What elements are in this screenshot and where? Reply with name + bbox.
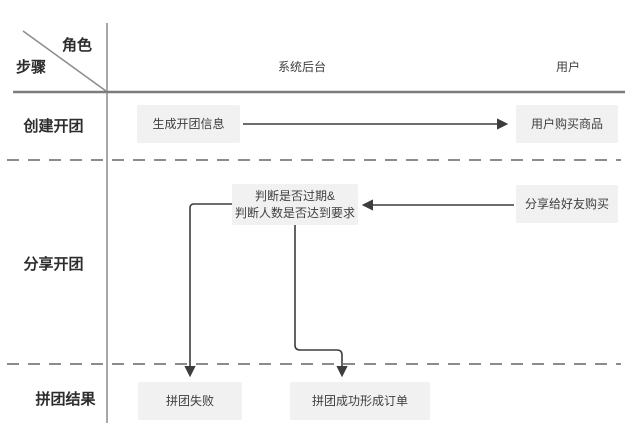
node-group-success-order: 拼团成功形成订单	[290, 382, 430, 420]
node-label: 拼团失败	[165, 393, 214, 408]
arrow-judge-to-fail	[184, 203, 232, 378]
node-label: 用户购买商品	[530, 116, 603, 131]
node-label-line1: 判断是否过期&	[254, 188, 335, 203]
node-label: 分享给好友购买	[524, 196, 609, 211]
corner-role-label: 角色	[62, 37, 93, 54]
column-header-user: 用户	[555, 60, 580, 74]
row-label-share-group: 分享开团	[23, 256, 84, 273]
node-judge-expiry-and-count: 判断是否过期& 判断人数是否达到要求	[232, 184, 358, 225]
node-generate-group-info: 生成开团信息	[137, 105, 240, 143]
corner-step-label: 步骤	[16, 59, 47, 76]
row-label-group-result: 拼团结果	[35, 391, 96, 408]
node-group-fail: 拼团失败	[138, 382, 242, 420]
node-share-to-friends: 分享给好友购买	[516, 185, 618, 223]
node-label: 生成开团信息	[152, 116, 225, 131]
node-label: 拼团成功形成订单	[311, 393, 408, 408]
node-label-line2: 判断人数是否达到要求	[234, 205, 355, 220]
row-label-create-group: 创建开团	[23, 118, 84, 135]
corner-diagonal-line	[22, 30, 107, 92]
node-user-buy-product: 用户购买商品	[516, 105, 618, 143]
column-header-system-backend: 系统后台	[277, 60, 326, 74]
arrow-judge-to-success	[294, 225, 348, 378]
